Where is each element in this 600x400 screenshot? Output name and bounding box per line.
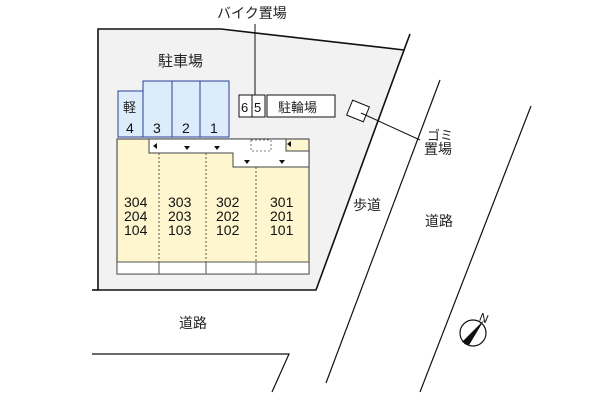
compass-icon: N xyxy=(459,310,491,347)
bike-space-6-number: 6 xyxy=(241,100,248,115)
bike-space-5[interactable] xyxy=(251,94,266,118)
entrance-marker xyxy=(287,141,291,147)
entrance-marker xyxy=(279,160,285,164)
unit-201[interactable]: 201 xyxy=(270,208,294,224)
unit-303[interactable]: 303 xyxy=(168,194,192,210)
sidewalk-label: 歩道 xyxy=(353,198,381,214)
balcony-row xyxy=(116,261,310,275)
road-south-edge xyxy=(92,353,290,393)
sidewalk-east-edge xyxy=(325,79,441,384)
unit-204[interactable]: 204 xyxy=(124,208,148,224)
apartment-building: 304 204 104 303 203 103 302 202 102 301 … xyxy=(116,138,310,275)
unit-104[interactable]: 104 xyxy=(124,222,148,238)
bicycle-parking[interactable] xyxy=(266,94,336,118)
bike-parking-label: バイク置場 xyxy=(217,6,287,22)
road-east-edge xyxy=(419,105,532,393)
unit-301[interactable]: 301 xyxy=(270,194,294,210)
unit-202[interactable]: 202 xyxy=(216,208,240,224)
road-south-label: 道路 xyxy=(179,316,207,332)
bicycle-parking-label: 駐輪場 xyxy=(278,100,317,116)
parking-space-4[interactable] xyxy=(117,90,144,138)
parking-space-1[interactable] xyxy=(199,80,230,138)
garbage-area-label-2: 置場 xyxy=(424,142,452,158)
parking-space-3-number: 3 xyxy=(153,120,161,136)
road-east-label: 道路 xyxy=(425,214,453,230)
bike-space-5-number: 5 xyxy=(254,100,261,115)
parking-space-2[interactable] xyxy=(171,80,201,138)
garbage-area[interactable] xyxy=(346,99,370,123)
parking-lot-label: 駐車場 xyxy=(158,52,203,70)
unit-302[interactable]: 302 xyxy=(216,194,240,210)
entrance-marker xyxy=(214,146,220,150)
entrance-marker xyxy=(244,160,250,164)
lot-east-boundary-extension xyxy=(403,33,411,51)
entrance-marker xyxy=(184,146,190,150)
parking-spaces: 軽 4 3 2 1 xyxy=(117,80,230,138)
parking-space-1-number: 1 xyxy=(210,120,218,136)
entrance-marker xyxy=(153,143,157,149)
unit-304[interactable]: 304 xyxy=(124,194,148,210)
unit-103[interactable]: 103 xyxy=(168,222,192,238)
garbage-area-label-1: ゴミ xyxy=(427,128,453,144)
parking-space-4-kei: 軽 xyxy=(123,101,136,116)
unit-101[interactable]: 101 xyxy=(270,222,294,238)
unit-203[interactable]: 203 xyxy=(168,208,192,224)
parking-space-4-number: 4 xyxy=(126,120,134,136)
unit-102[interactable]: 102 xyxy=(216,222,240,238)
parking-space-2-number: 2 xyxy=(182,120,190,136)
garbage-area-leader xyxy=(360,112,421,141)
corridor-dashed-area xyxy=(250,139,272,152)
